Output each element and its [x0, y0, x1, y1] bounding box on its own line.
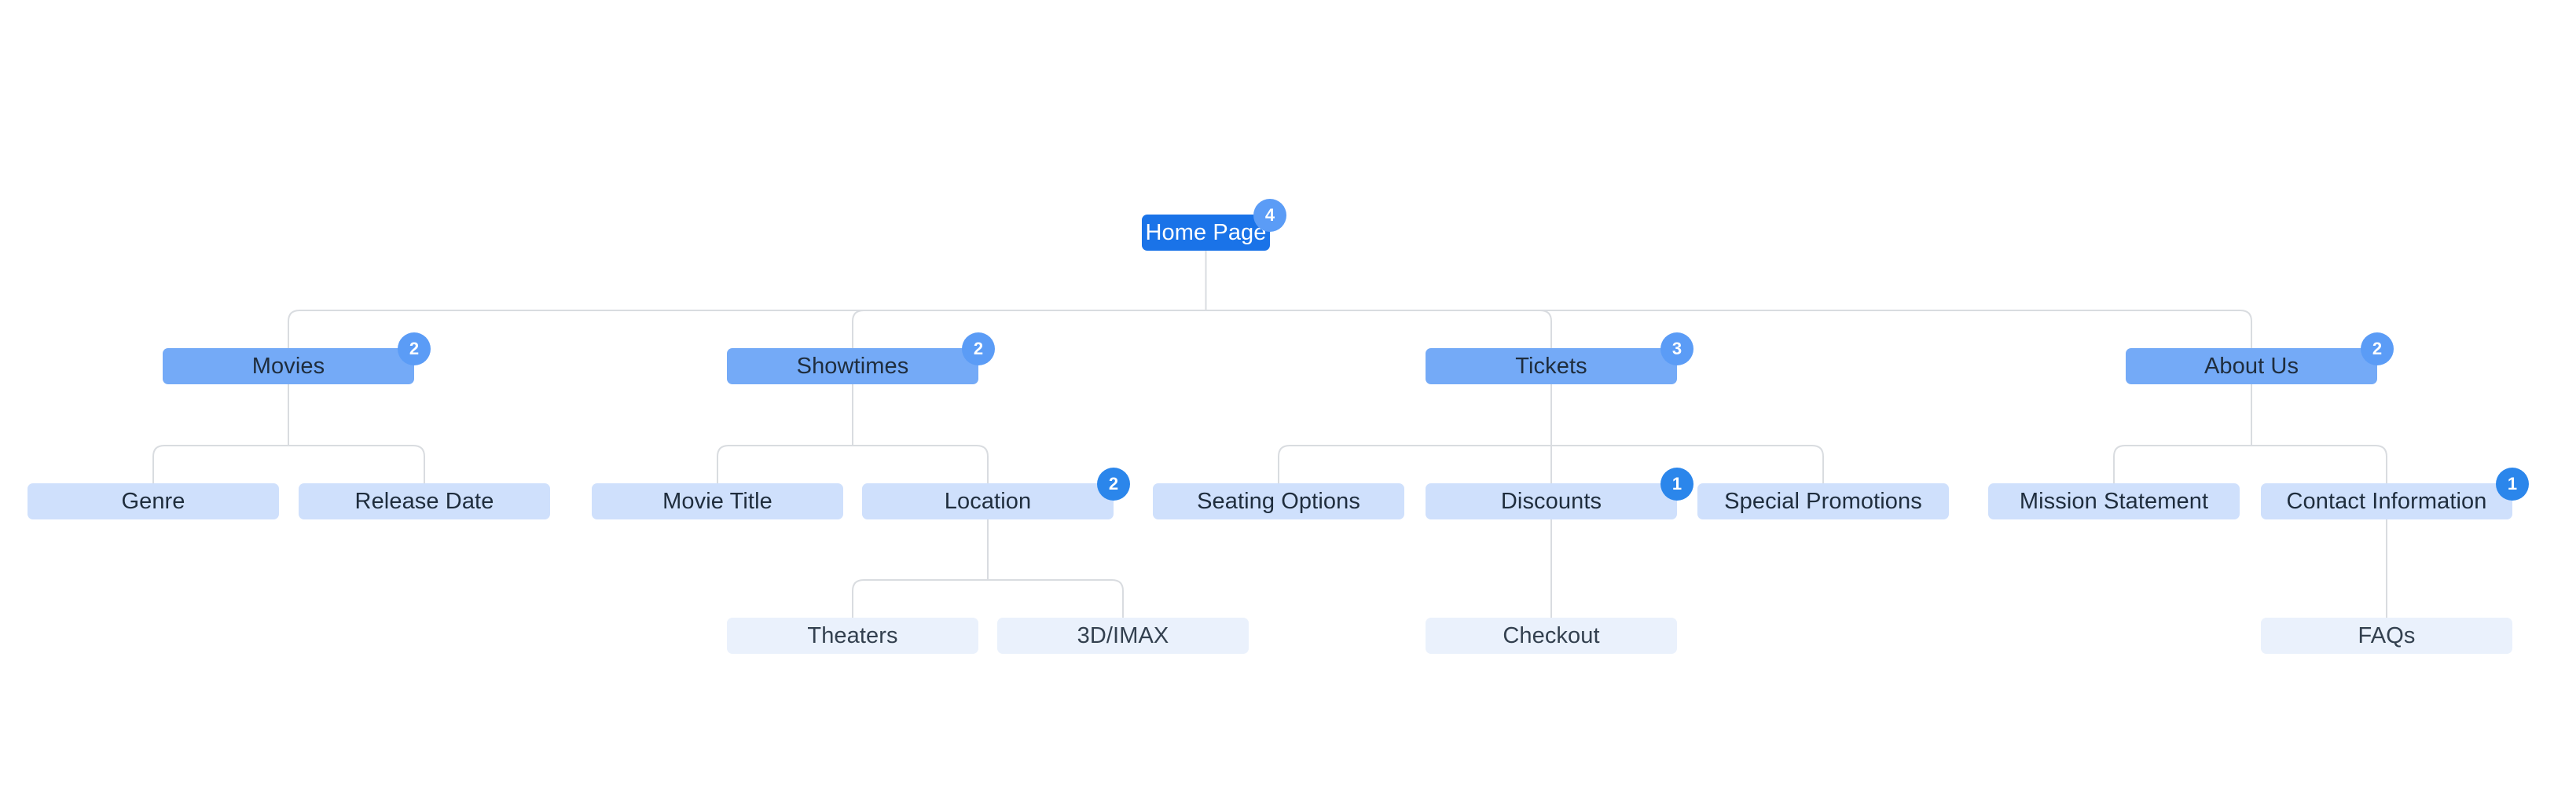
node-label: FAQs	[2358, 623, 2416, 648]
sitemap-node-tickets[interactable]: Tickets 3	[1426, 332, 1693, 384]
sitemap-node-mission[interactable]: Mission Statement	[1988, 483, 2240, 519]
sitemap-node-movietitle[interactable]: Movie Title	[592, 483, 843, 519]
node-label: Seating Options	[1197, 489, 1360, 514]
edge-showtimes-location	[852, 445, 989, 484]
node-label: Genre	[121, 489, 185, 514]
child-count-badge[interactable]: 2	[1097, 468, 1130, 501]
node-label: Special Promotions	[1724, 489, 1922, 514]
edge-location-imax	[987, 579, 1124, 618]
node-label: Tickets	[1515, 354, 1587, 379]
node-label: Showtimes	[796, 354, 909, 379]
sitemap-node-location[interactable]: Location 2	[862, 468, 1130, 519]
sitemap-node-faqs[interactable]: FAQs	[2261, 618, 2512, 654]
sitemap-node-release[interactable]: Release Date	[299, 483, 550, 519]
child-count-badge[interactable]: 2	[962, 332, 995, 365]
child-count-badge[interactable]: 3	[1660, 332, 1693, 365]
sitemap-node-showtimes[interactable]: Showtimes 2	[727, 332, 995, 384]
node-label: Movie Title	[662, 489, 772, 514]
edge-about-contact	[2251, 445, 2387, 484]
edge-home-about	[1205, 310, 2252, 349]
sitemap-node-seating[interactable]: Seating Options	[1153, 483, 1404, 519]
sitemap-node-promos[interactable]: Special Promotions	[1697, 483, 1949, 519]
edge-home-showtimes	[852, 310, 1207, 349]
node-label: Movies	[251, 354, 325, 379]
sitemap-node-imax[interactable]: 3D/IMAX	[997, 618, 1249, 654]
edge-tickets-seating	[1278, 445, 1552, 484]
node-label: Mission Statement	[2019, 489, 2209, 514]
child-count-badge[interactable]: 1	[2496, 468, 2529, 501]
node-label: Checkout	[1503, 623, 1600, 648]
node-label: Home Page	[1145, 220, 1267, 245]
child-count-badge[interactable]: 2	[2361, 332, 2394, 365]
node-label: Discounts	[1500, 489, 1602, 514]
edge-showtimes-movietitle	[717, 445, 853, 484]
child-count-badge[interactable]: 4	[1253, 199, 1286, 232]
node-label: Release Date	[354, 489, 494, 514]
child-count-badge[interactable]: 2	[398, 332, 431, 365]
sitemap-node-contact[interactable]: Contact Information 1	[2261, 468, 2529, 519]
sitemap-node-movies[interactable]: Movies 2	[163, 332, 431, 384]
sitemap-node-checkout[interactable]: Checkout	[1426, 618, 1677, 654]
node-label: Contact Information	[2286, 489, 2487, 514]
edge-movies-release	[288, 445, 425, 484]
node-label: About Us	[2204, 354, 2299, 379]
node-label: 3D/IMAX	[1077, 623, 1169, 648]
edge-home-tickets	[1205, 310, 1552, 349]
sitemap-node-theaters[interactable]: Theaters	[727, 618, 978, 654]
sitemap-node-about[interactable]: About Us 2	[2126, 332, 2394, 384]
edge-about-mission	[2113, 445, 2252, 484]
edge-movies-genre	[152, 445, 289, 484]
child-count-badge[interactable]: 1	[1660, 468, 1693, 501]
sitemap-node-discounts[interactable]: Discounts 1	[1426, 468, 1693, 519]
edge-location-theaters	[852, 579, 989, 618]
node-label: Theaters	[807, 623, 898, 648]
node-label: Location	[944, 489, 1032, 514]
sitemap-node-genre[interactable]: Genre	[28, 483, 279, 519]
